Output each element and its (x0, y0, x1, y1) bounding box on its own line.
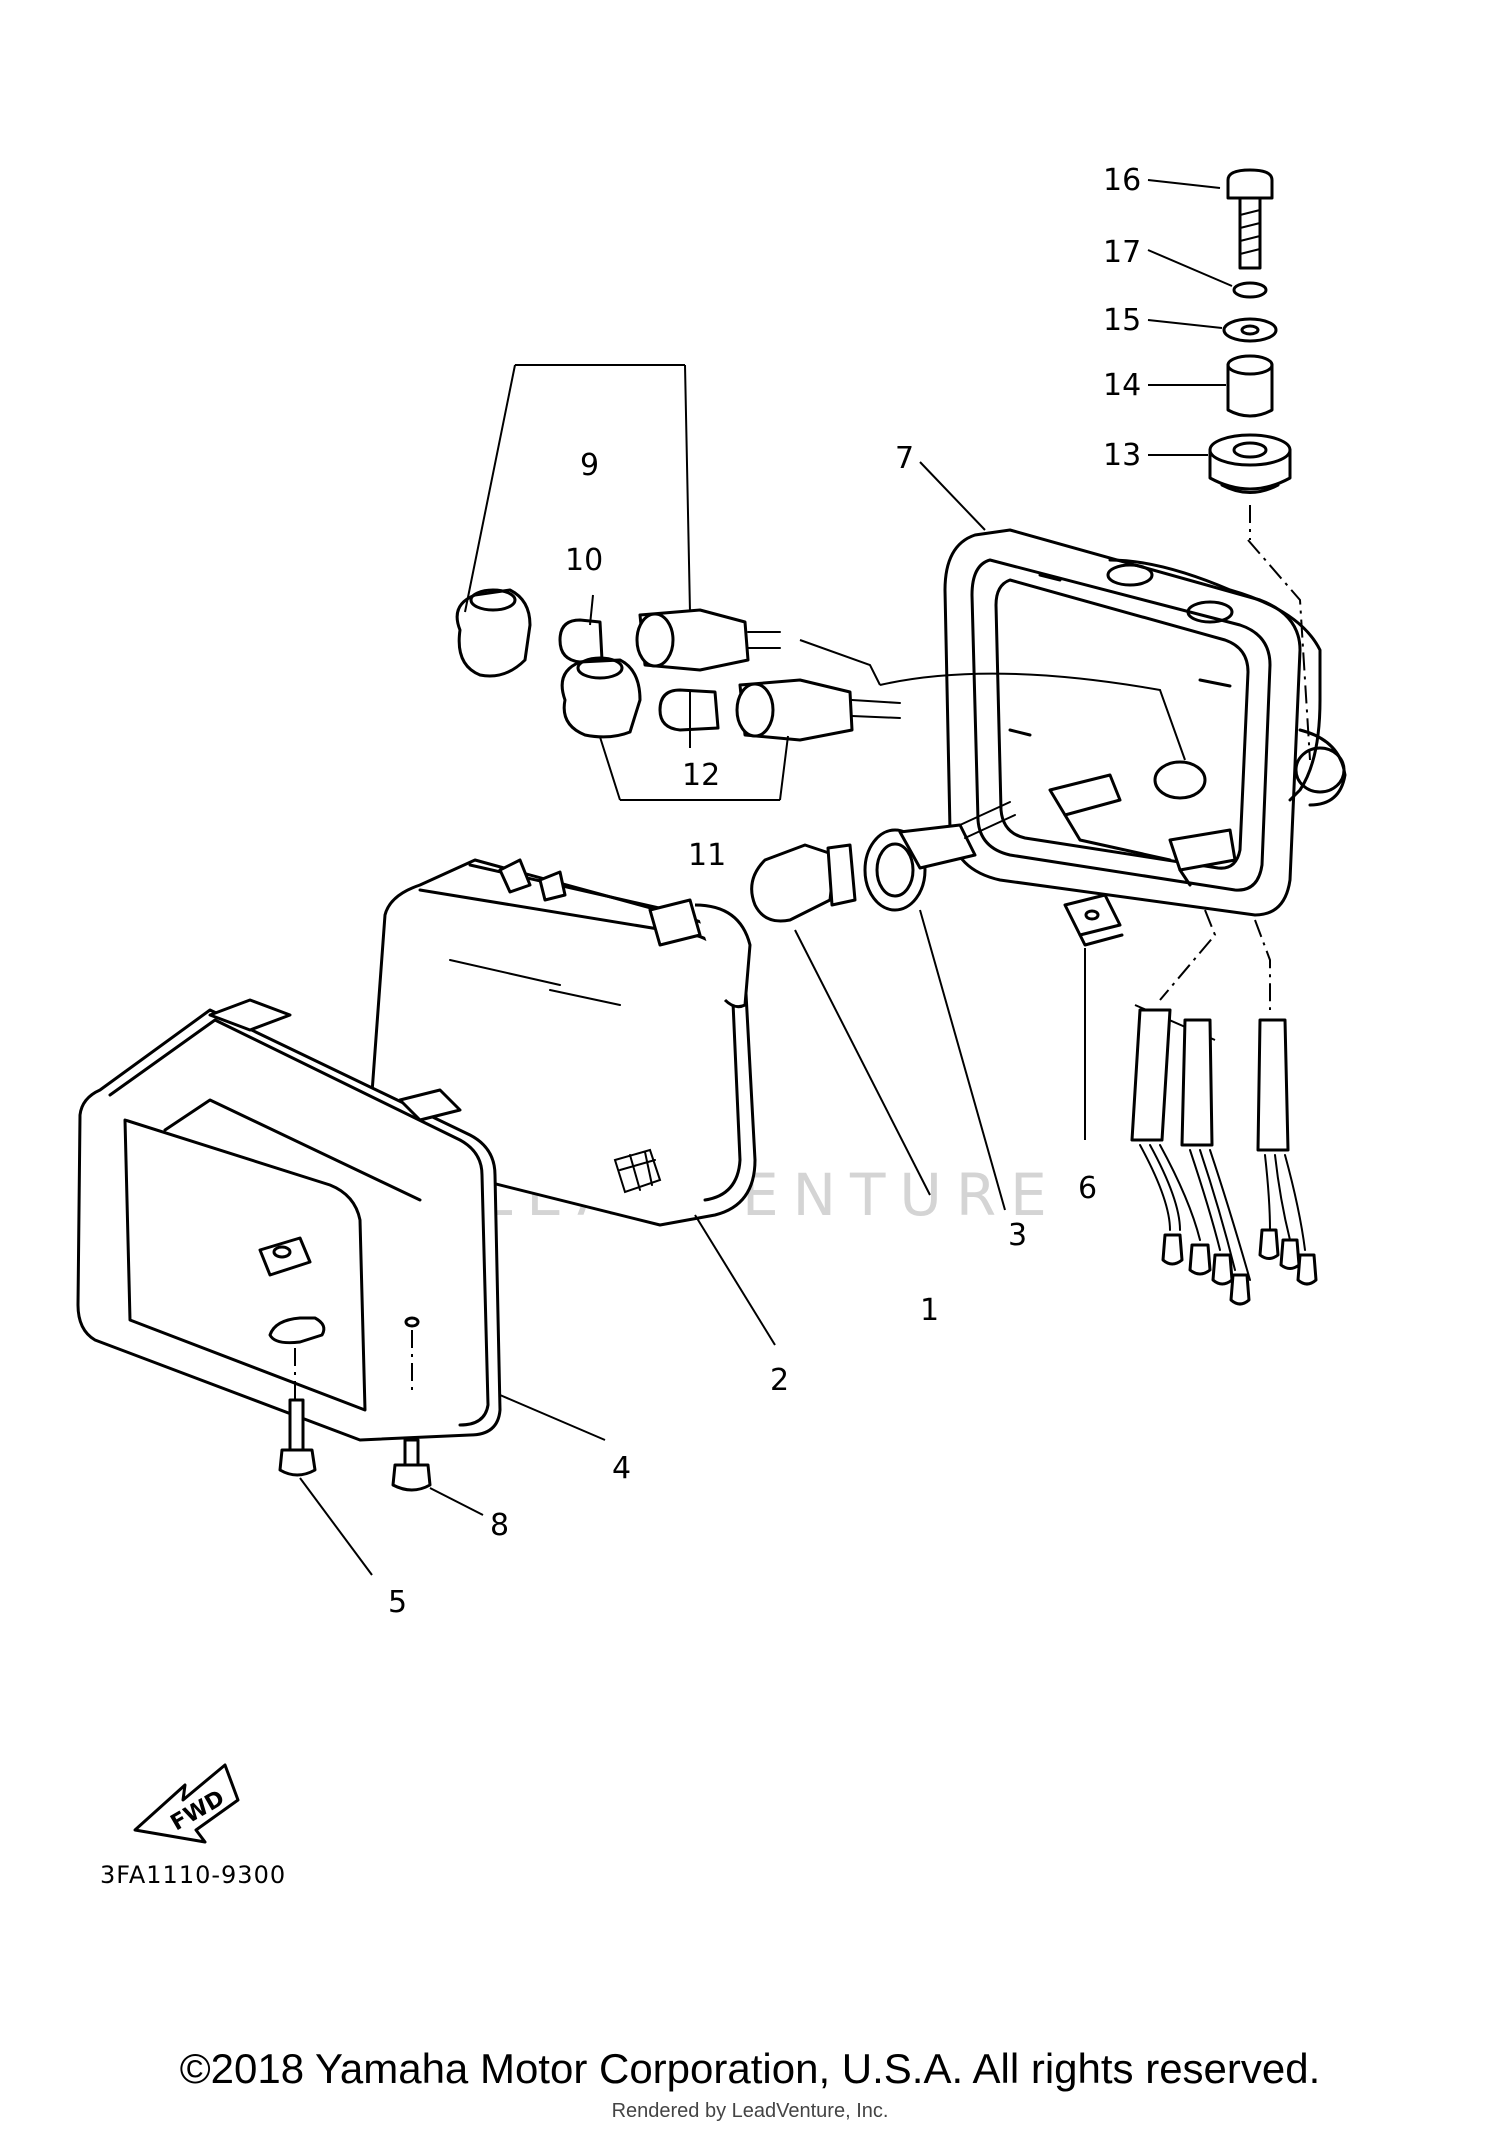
leader-lines (299, 179, 1233, 1576)
label-16: 16 (1103, 163, 1141, 198)
label-10: 10 (565, 543, 603, 578)
part-9-lens-cover (455, 588, 532, 678)
label-7: 7 (895, 441, 914, 476)
part-8-screw (391, 1438, 432, 1492)
part-14-collar (1226, 354, 1274, 418)
part-4-rim (76, 998, 502, 1442)
part-1-bulb (750, 843, 857, 923)
label-6: 6 (1078, 1171, 1097, 1206)
part-5-screw (278, 1398, 317, 1477)
fwd-arrow-icon: FWD (133, 1763, 240, 1844)
part-6-clip-nut (1063, 893, 1124, 947)
label-5: 5 (388, 1585, 407, 1620)
part-13-grommet (1208, 433, 1292, 494)
wiring-harness (1130, 909, 1318, 1306)
diagram-code: 3FA1110-9300 (100, 1861, 286, 1889)
part-10-bulb (558, 618, 604, 664)
part-labels: 1 2 3 4 5 6 7 8 9 10 11 12 13 14 15 16 1… (388, 163, 1141, 1620)
part-15-washer (1222, 317, 1278, 343)
rendered-by-credit: Rendered by LeadVenture, Inc. (611, 2100, 889, 2122)
label-1: 1 (920, 1293, 939, 1328)
part-11-lens-cover (560, 656, 642, 739)
part-11-socket (735, 678, 901, 742)
label-2: 2 (770, 1363, 789, 1398)
label-9: 9 (580, 448, 599, 483)
part-3-socket (863, 801, 1016, 912)
label-14: 14 (1103, 368, 1141, 403)
label-3: 3 (1008, 1218, 1027, 1253)
label-13: 13 (1103, 438, 1141, 473)
part-16-bolt (1226, 168, 1274, 270)
label-15: 15 (1103, 303, 1141, 338)
part-9-socket (635, 608, 781, 672)
part-17-lock-washer (1232, 281, 1268, 299)
label-4: 4 (612, 1451, 631, 1486)
label-8: 8 (490, 1508, 509, 1543)
copyright-notice: ©2018 Yamaha Motor Corporation, U.S.A. A… (179, 2045, 1321, 2092)
label-17: 17 (1103, 235, 1141, 270)
label-12: 12 (682, 758, 720, 793)
part-7-housing (943, 528, 1347, 917)
label-11: 11 (688, 838, 726, 873)
